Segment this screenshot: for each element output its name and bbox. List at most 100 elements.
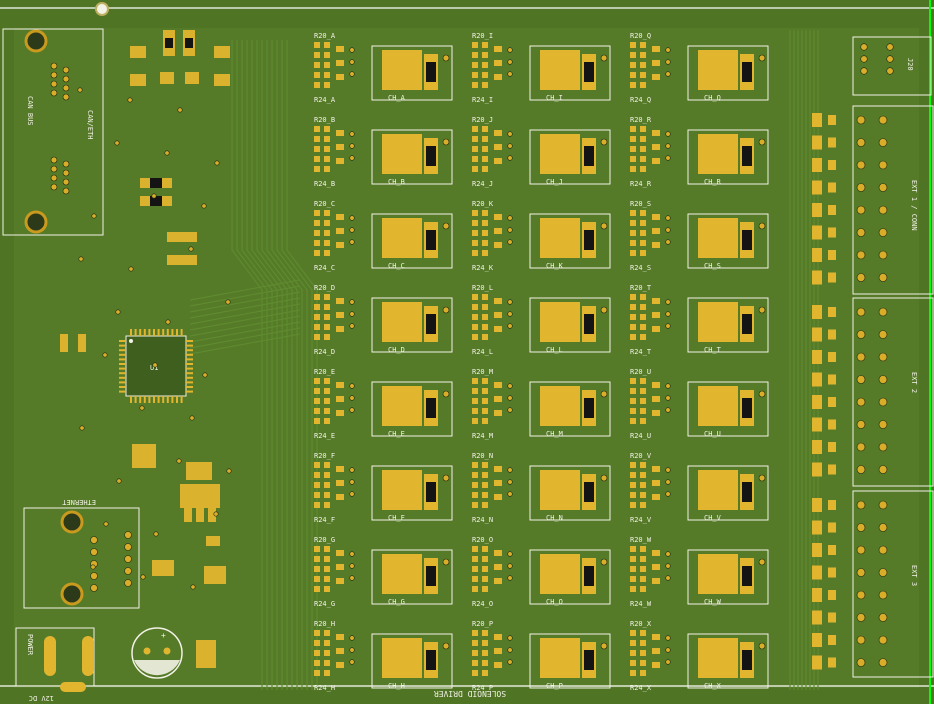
diode-body [426,566,436,586]
via [665,239,671,245]
diode-pad [812,305,822,319]
header-pin [878,352,888,362]
resistor-pad [472,388,478,394]
mcu-pin [119,358,126,361]
ext3-connector[interactable]: EXT 3 [852,490,934,678]
smd-component [78,334,86,352]
via [665,227,671,233]
channel-label: CH_E [388,430,405,438]
resistor-pad [482,126,488,132]
smd-component [186,462,212,480]
connector-pin [886,55,894,63]
mcu-ref-label: U1 [150,364,158,372]
power-connector[interactable]: POWER 12V DC [15,627,95,702]
channel-label: CH_D [388,346,405,354]
channel-top-ref: R20_E [314,368,335,376]
component-outline [371,129,453,185]
can-bus-connector[interactable]: CAN BUS CAN/ETH [2,28,104,236]
resistor-pad [472,576,478,582]
via [758,306,766,314]
ext2-connector[interactable]: EXT 2 [852,297,934,487]
resistor-pad [314,418,320,424]
resistor-pad [828,500,836,510]
copper-trace [231,40,263,690]
resistor-pad [472,52,478,58]
driver-channel[interactable]: R20_D R24_D CH_D [314,284,453,356]
ext1-connector[interactable]: EXT 1 / CONN [852,105,934,295]
via [665,407,671,413]
resistor-pad [630,136,636,142]
resistor-pad [828,635,836,645]
copper-trace [271,40,303,690]
diode-body [742,650,752,670]
diode-pad [812,135,822,150]
channel-top-ref: R20_D [314,284,335,292]
via [128,266,134,272]
resistor-pad [314,670,320,676]
via [665,395,671,401]
connector-pin [860,67,868,75]
resistor-pad [482,42,488,48]
via [758,222,766,230]
resistor-pad [472,566,478,572]
via [349,155,355,161]
resistor-pad [314,220,320,226]
resistor-pad [640,126,646,132]
electrolytic-capacitor[interactable]: + [131,627,183,679]
smd-pad [336,46,344,52]
resistor-pad [630,660,636,666]
channel-bottom-ref: R24_D [314,348,335,356]
connector-pin [62,93,70,101]
ethernet-connector[interactable]: ETHERNET [23,498,140,609]
header-pin [878,545,888,555]
can-bus-label: CAN BUS [26,96,34,126]
resistor-pad [640,82,646,88]
resistor-pad [324,472,330,478]
resistor-pad [324,462,330,468]
resistor-pad [630,166,636,172]
via [349,383,355,389]
channel-top-ref: R20_H [314,620,335,628]
smd-pad [494,214,502,220]
smd-pad [652,242,660,248]
j20-connector[interactable]: J20 [852,36,932,96]
resistor-pad [472,62,478,68]
mosfet-pad [382,470,422,510]
copper-trace [251,40,283,690]
resistor-pad [640,304,646,310]
channel-top-ref: R20_X [630,620,652,628]
component-outline [529,549,611,605]
via [349,227,355,233]
channel-bottom-ref: R24_N [472,516,493,524]
mcu-pin [186,390,193,393]
mcu-pin [119,349,126,352]
via [507,323,513,329]
via [153,531,159,537]
connector-pin [124,555,132,563]
